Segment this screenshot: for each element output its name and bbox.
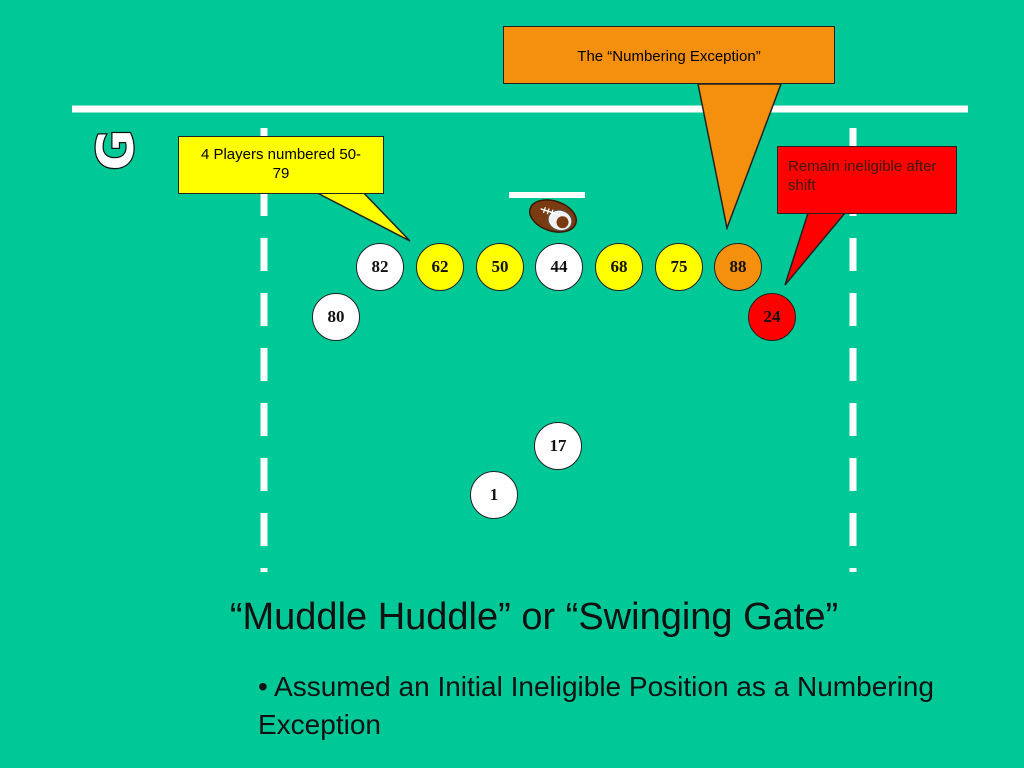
player-1: 1 xyxy=(470,471,518,519)
numbering-exception-text: The “Numbering Exception” xyxy=(577,48,761,65)
remain-ineligible-text: Remain ineligible after shift xyxy=(788,158,937,194)
remain-ineligible-callout: Remain ineligible after shift xyxy=(777,146,957,214)
numbering-exception-callout: The “Numbering Exception” xyxy=(503,26,835,84)
players-50-79-text: 4 Players numbered 50-79 xyxy=(200,146,362,182)
football-icon xyxy=(528,199,578,233)
g-logo: G xyxy=(86,128,147,172)
player-80: 80 xyxy=(312,293,360,341)
svg-text:G: G xyxy=(87,129,145,170)
slide-title: “Muddle Huddle” or “Swinging Gate” xyxy=(229,596,839,638)
players-50-79-callout: 4 Players numbered 50-79 xyxy=(178,136,384,194)
player-82: 82 xyxy=(356,243,404,291)
slide-bullet: • Assumed an Initial Ineligible Position… xyxy=(258,671,934,740)
player-17: 17 xyxy=(534,422,582,470)
player-44: 44 xyxy=(535,243,583,291)
player-50: 50 xyxy=(476,243,524,291)
player-88: 88 xyxy=(714,243,762,291)
player-24: 24 xyxy=(748,293,796,341)
numbering-exception-pointer xyxy=(697,83,783,231)
player-75: 75 xyxy=(655,243,703,291)
player-62: 62 xyxy=(416,243,464,291)
player-68: 68 xyxy=(595,243,643,291)
ineligible-callout-pointer xyxy=(784,212,847,286)
